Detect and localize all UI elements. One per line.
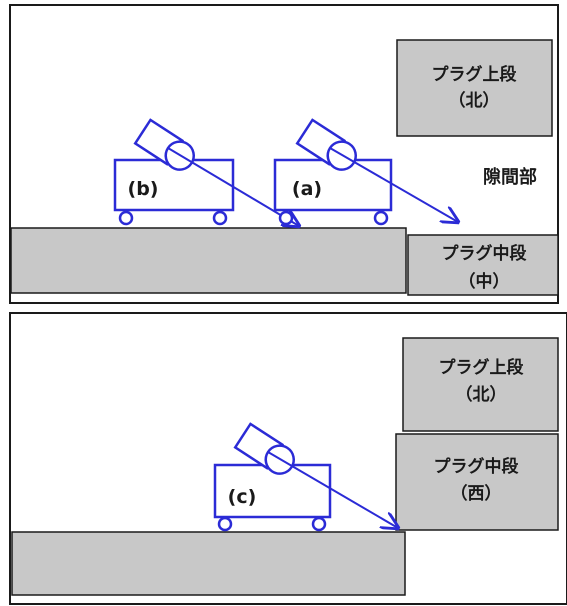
bottom-panel-frame	[9, 312, 567, 605]
cart-c-wheel-left	[217, 516, 233, 532]
bottom-plug-middle-block: プラグ中段 （西）	[395, 433, 559, 531]
top-plug-upper-label-line2: （北）	[449, 90, 500, 111]
top-floor-slab	[10, 227, 407, 294]
bottom-plug-middle-label-line1: プラグ中段	[434, 456, 519, 477]
top-panel-frame	[9, 4, 559, 304]
cart-c-view-ray	[267, 451, 398, 528]
cart-c-label: (c)	[228, 486, 257, 508]
cart-b: (b)	[113, 118, 299, 226]
top-plug-upper-label-line1: プラグ上段	[432, 64, 517, 85]
bottom-plug-upper-block: プラグ上段 （北）	[402, 337, 559, 432]
cart-a-view-ray	[329, 147, 458, 222]
cart-b-label: (b)	[128, 178, 159, 200]
top-plug-middle-label-line1: プラグ中段	[442, 243, 527, 264]
top-plug-middle-label-line2: （中）	[459, 271, 510, 292]
cart-b-view-ray	[167, 147, 299, 226]
top-gap-label: 隙間部	[483, 166, 537, 188]
bottom-plug-middle-label-line2: （西）	[451, 483, 502, 504]
cart-a: (a)	[273, 118, 458, 226]
bottom-panel: プラグ上段 （北） プラグ中段 （西） (c)	[9, 312, 567, 605]
cart-b-wheel-left	[118, 210, 134, 226]
top-panel: プラグ上段 （北） 隙間部 プラグ中段 （中） (b)	[9, 4, 559, 304]
cart-c-wheel-right	[311, 516, 327, 532]
bottom-plug-upper-label-line1: プラグ上段	[439, 357, 524, 378]
top-plug-upper-block: プラグ上段 （北）	[396, 39, 553, 137]
cart-a-label: (a)	[292, 178, 322, 200]
top-plug-middle-block: プラグ中段 （中）	[407, 234, 559, 296]
cart-b-wheel-right	[212, 210, 228, 226]
bottom-plug-upper-label-line2: （北）	[456, 384, 507, 405]
cart-a-wheel-right	[373, 210, 389, 226]
cart-c: (c)	[213, 422, 398, 532]
cart-a-wheel-left	[278, 210, 294, 226]
bottom-floor-slab	[11, 531, 406, 596]
cart-c-body	[213, 463, 332, 519]
